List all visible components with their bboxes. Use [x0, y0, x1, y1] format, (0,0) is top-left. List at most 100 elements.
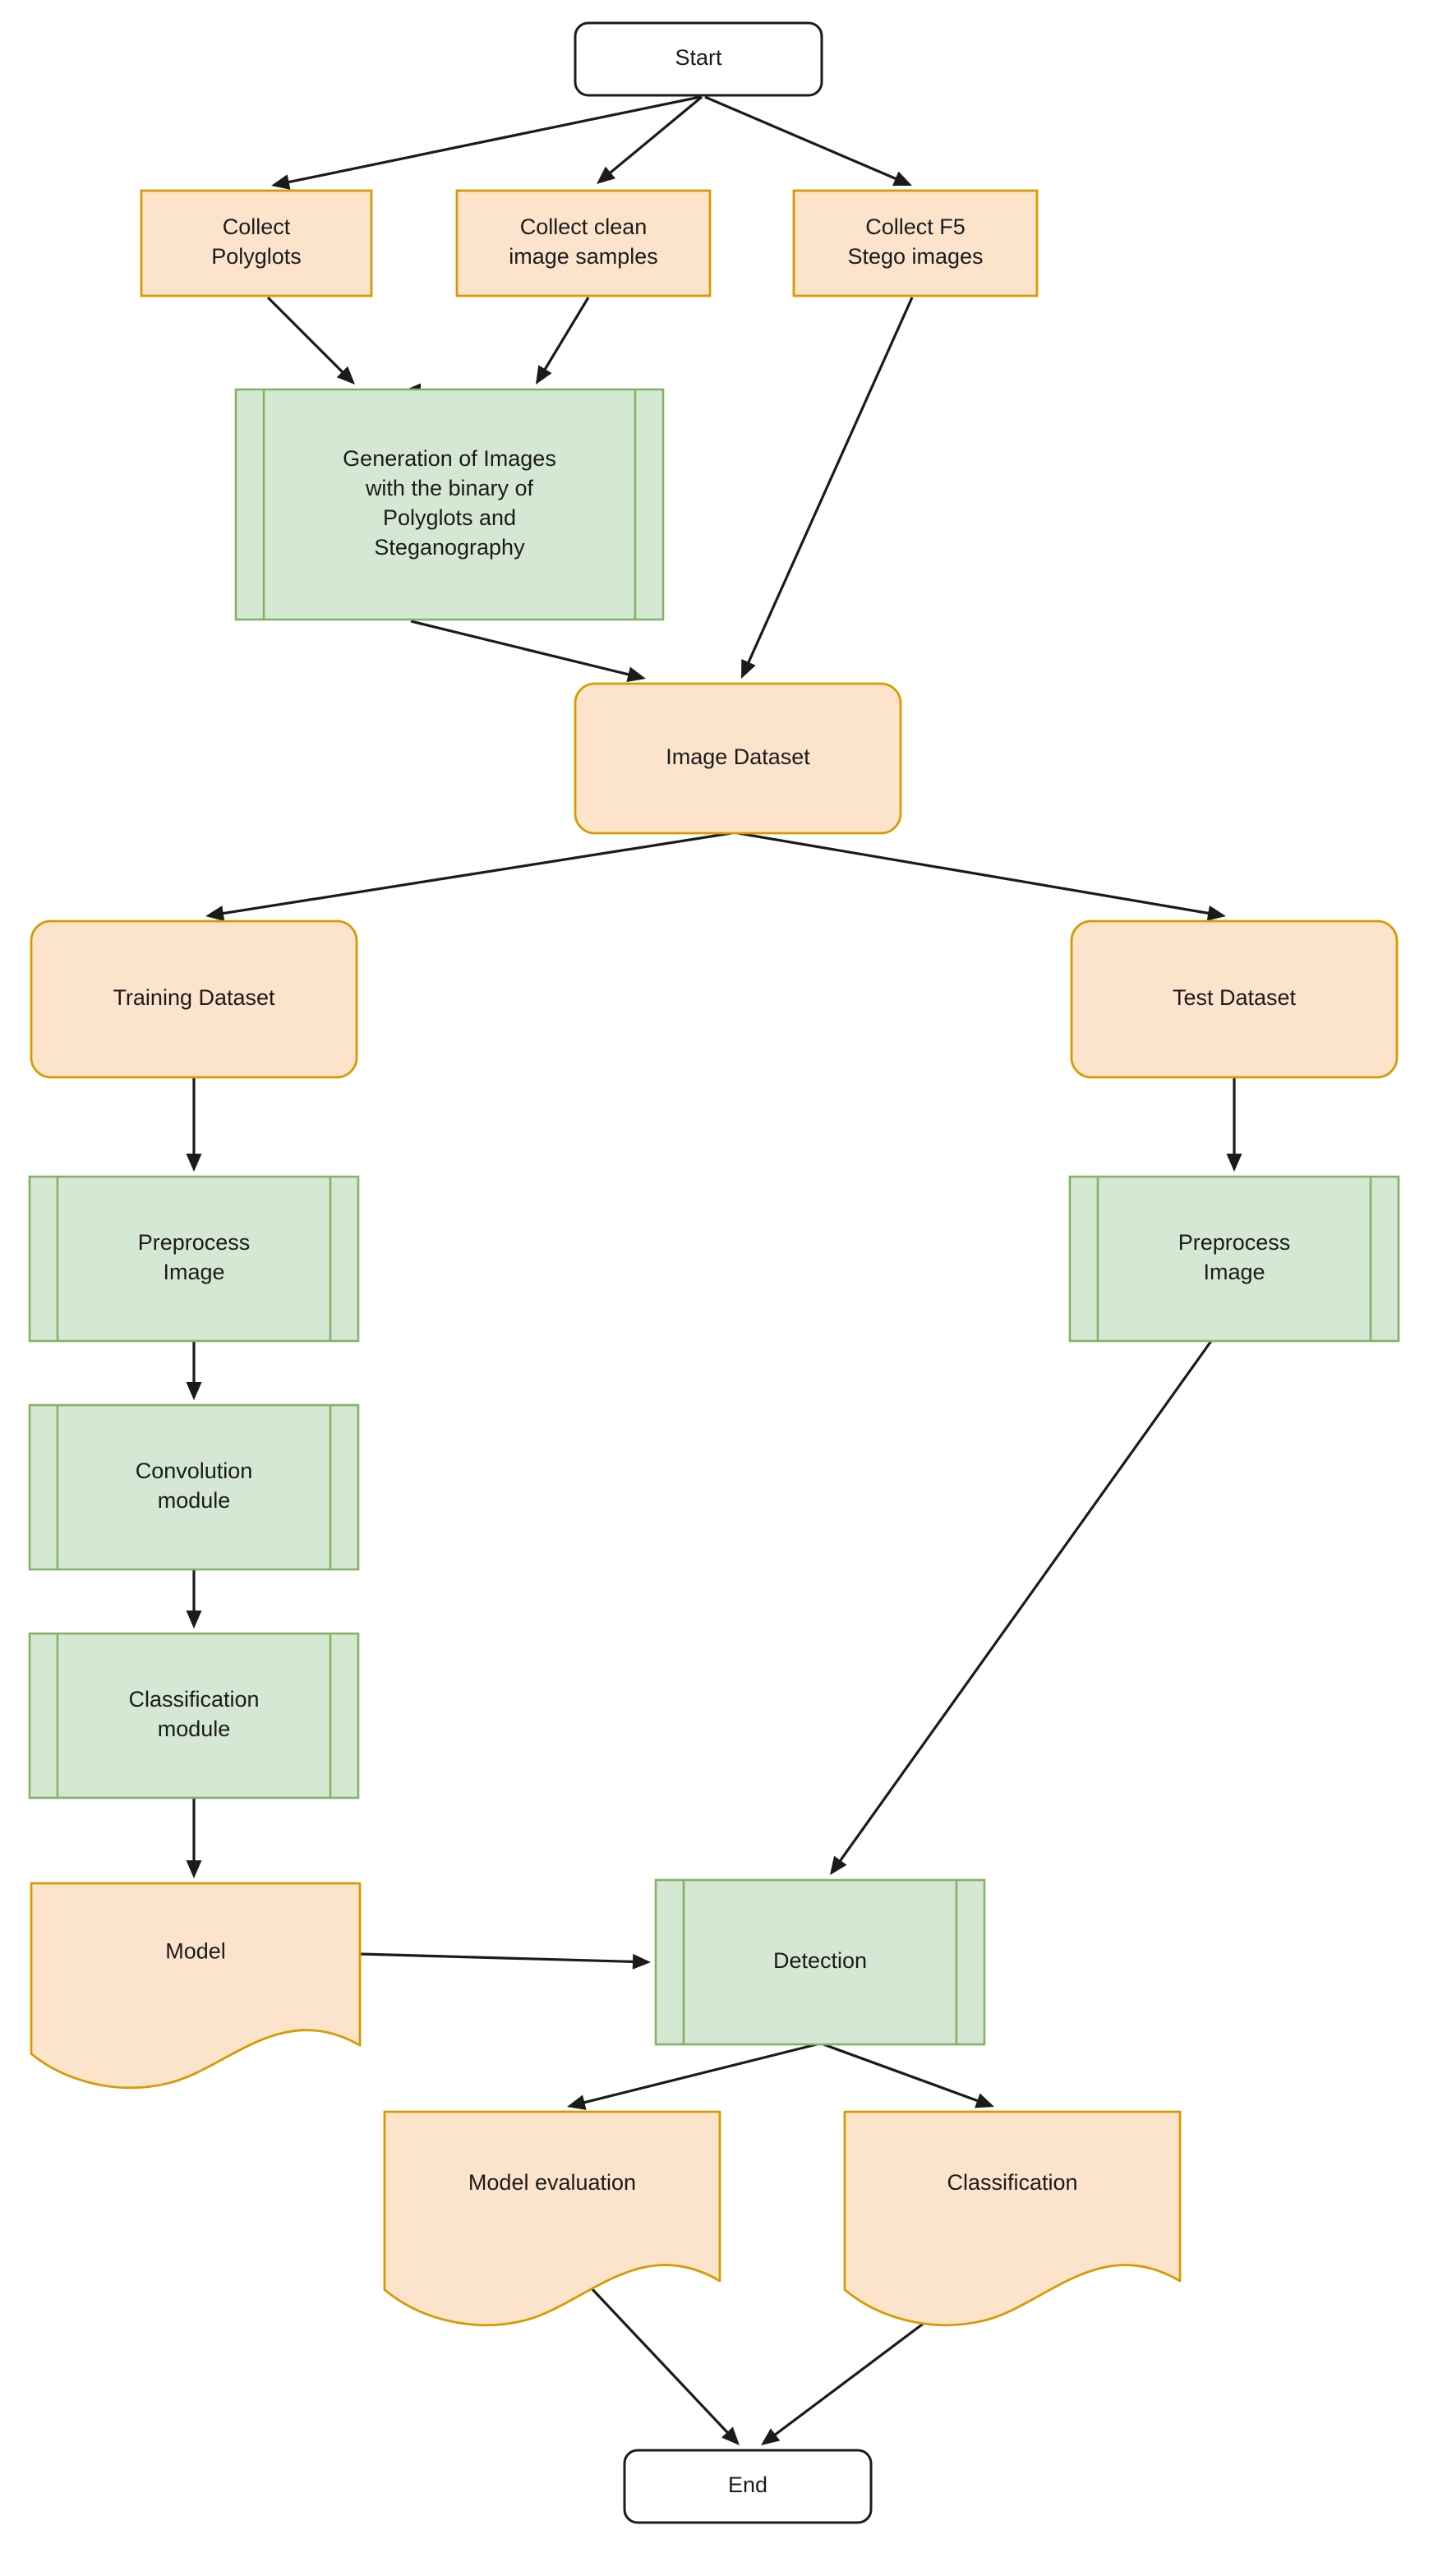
edge-arrowhead — [761, 2428, 781, 2445]
edge-classification-module-to-model — [186, 1798, 202, 1878]
edge-generation-of-images-to-image-dataset — [410, 620, 646, 682]
node-image-dataset[interactable]: Image Dataset — [574, 682, 902, 835]
edge-line — [704, 95, 899, 182]
node-label: Start — [675, 45, 722, 70]
edge-arrowhead — [186, 1860, 202, 1878]
node-label: End — [728, 2472, 767, 2497]
node-label: Test Dataset — [1173, 985, 1297, 1010]
node-detection[interactable]: Detection — [654, 1878, 986, 2046]
node-label: Image Dataset — [666, 744, 810, 769]
edge-model-to-detection — [359, 1952, 651, 1970]
edge-line — [220, 832, 732, 915]
edge-line — [581, 2043, 818, 2105]
node-shape — [234, 388, 665, 621]
edge-arrowhead — [1206, 905, 1226, 921]
edge-line — [737, 832, 1211, 915]
edge-arrowhead — [567, 2094, 587, 2110]
edge-arrowhead — [186, 1154, 202, 1172]
edge-line — [266, 296, 345, 375]
node-shape — [1070, 919, 1399, 1079]
edge-arrowhead — [205, 906, 225, 921]
edge-layer — [186, 95, 1242, 2445]
node-test-dataset[interactable]: Test Dataset — [1070, 919, 1399, 1079]
edge-start-to-collect-f5-stego-images — [704, 95, 912, 187]
edge-arrowhead — [632, 1953, 651, 1970]
node-label: Classification — [947, 2170, 1077, 2195]
edge-image-dataset-to-test-dataset — [737, 832, 1226, 921]
edge-start-to-collect-polyglots — [271, 95, 701, 190]
node-model-evaluation[interactable]: Model evaluation — [383, 2110, 721, 2326]
edge-arrowhead — [626, 666, 646, 682]
node-shape — [623, 2449, 873, 2524]
edge-image-dataset-to-training-dataset — [205, 832, 732, 921]
node-shape — [574, 682, 902, 835]
node-label: Model evaluation — [468, 2170, 636, 2195]
node-shape — [455, 189, 712, 297]
edge-start-to-collect-clean-image-samples — [597, 95, 703, 184]
node-shape — [843, 2110, 1182, 2326]
node-shape — [383, 2110, 721, 2326]
edge-preprocess-image-train-to-convolution-module — [186, 1341, 202, 1400]
edge-arrowhead — [892, 171, 912, 187]
node-shape — [30, 919, 358, 1079]
edge-line — [823, 2043, 980, 2104]
edge-arrowhead — [597, 166, 616, 184]
edge-convolution-module-to-classification-module — [186, 1569, 202, 1629]
edge-arrowhead — [741, 659, 756, 679]
node-shape — [28, 1175, 360, 1343]
edge-collect-clean-image-samples-to-generation-of-images — [536, 297, 590, 385]
node-classification[interactable]: Classification — [843, 2110, 1182, 2326]
node-end[interactable]: End — [623, 2449, 873, 2524]
edge-training-dataset-to-preprocess-image-train — [186, 1077, 202, 1172]
node-label: Model — [165, 1938, 226, 1963]
edge-preprocess-image-test-to-detection — [830, 1340, 1213, 1875]
node-start[interactable]: Start — [574, 21, 823, 97]
edge-model-evaluation-to-end — [575, 2271, 740, 2445]
node-shape — [1068, 1175, 1400, 1343]
node-shape — [30, 1882, 362, 2090]
edge-detection-to-model-evaluation — [567, 2043, 818, 2110]
node-training-dataset[interactable]: Training Dataset — [30, 919, 358, 1079]
edge-collect-f5-stego-images-to-image-dataset — [741, 297, 914, 679]
node-shape — [140, 189, 373, 297]
node-shape — [574, 21, 823, 97]
node-shape — [654, 1878, 986, 2046]
node-model[interactable]: Model — [30, 1882, 362, 2090]
edge-line — [410, 620, 632, 677]
node-shape — [28, 1403, 360, 1571]
edge-collect-polyglots-to-generation-of-images — [266, 296, 355, 385]
edge-line — [542, 297, 590, 372]
edge-line — [575, 2271, 731, 2435]
node-shape — [792, 189, 1039, 297]
edge-arrowhead — [271, 174, 291, 190]
edge-arrowhead — [186, 1382, 202, 1400]
edge-arrowhead — [975, 2093, 994, 2108]
edge-line — [746, 297, 914, 666]
edge-arrowhead — [336, 366, 355, 385]
edge-arrowhead — [721, 2426, 740, 2445]
edge-test-dataset-to-preprocess-image-test — [1226, 1077, 1242, 1172]
node-label: Training Dataset — [113, 985, 275, 1010]
edge-line — [359, 1952, 636, 1964]
edge-arrowhead — [536, 365, 552, 385]
edge-line — [607, 95, 703, 176]
node-shape — [28, 1632, 360, 1800]
